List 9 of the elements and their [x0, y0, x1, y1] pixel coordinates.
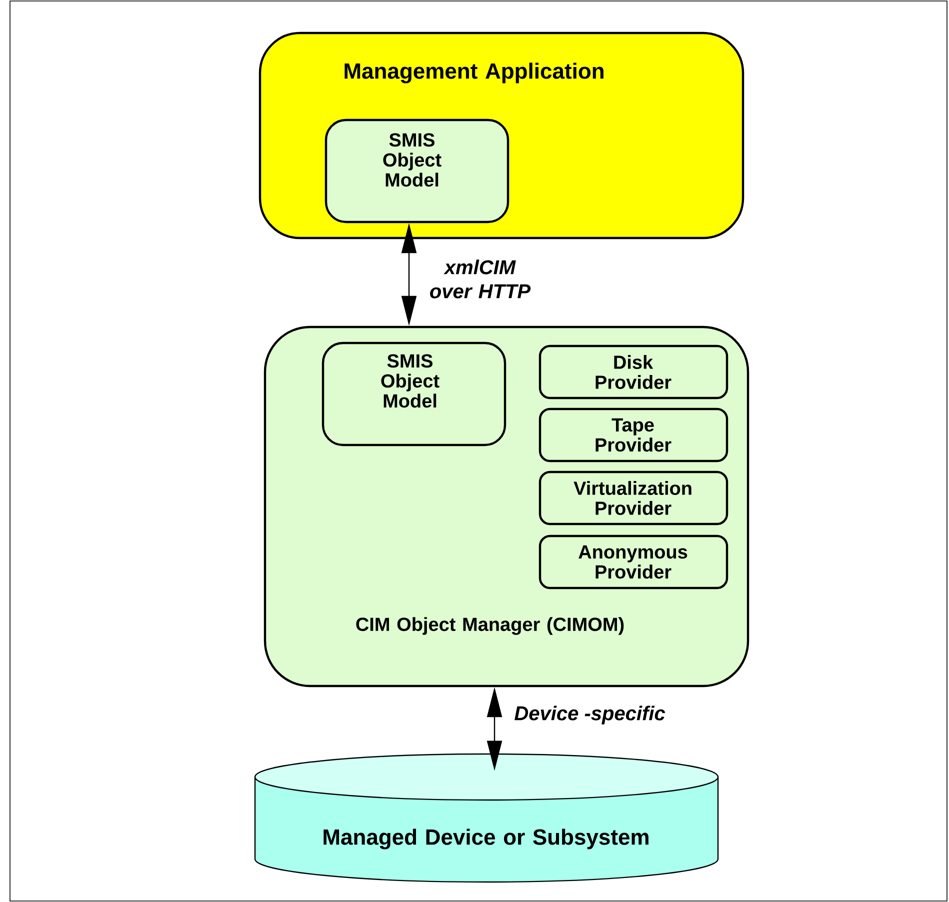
provider-box: Virtualization Provider [538, 470, 728, 526]
device-cylinder: Managed Device or Subsystem [254, 753, 719, 883]
object-model-box: SMIS Object Model [324, 118, 510, 224]
provider-box: Anonymous Provider [538, 534, 728, 590]
object-model-box: SMIS Object Model [322, 342, 506, 446]
provider-box: Disk Provider [538, 344, 728, 400]
edge-label: Device -specific [513, 704, 666, 726]
provider-box: Tape Provider [538, 408, 728, 462]
edge-label: xmlCIM over HTTP [416, 258, 544, 300]
